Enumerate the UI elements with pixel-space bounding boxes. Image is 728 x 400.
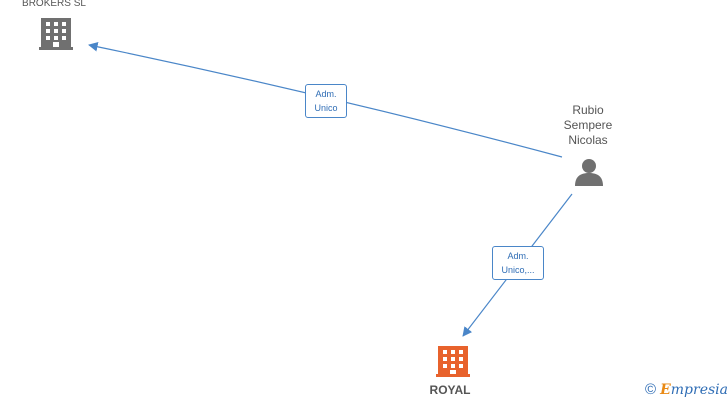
- edge-label-line2: Unico: [314, 103, 338, 113]
- empresia-logo: ©Empresia: [645, 381, 728, 398]
- node-label-brokers[interactable]: BROKERS SL: [22, 0, 86, 9]
- person-name-line1: Rubio: [572, 103, 604, 117]
- node-label-person[interactable]: Rubio Sempere Nicolas: [548, 103, 628, 148]
- copyright-symbol: ©: [645, 381, 657, 398]
- edge-label-line2: Unico,...: [501, 265, 535, 275]
- brand-initial: E: [660, 382, 671, 398]
- node-label-royal[interactable]: ROYAL: [429, 383, 471, 397]
- building-icon[interactable]: [39, 18, 73, 50]
- building-icon[interactable]: [436, 346, 470, 377]
- person-icon[interactable]: [575, 159, 603, 186]
- person-name-line3: Nicolas: [568, 133, 608, 147]
- edge-label-line1: Adm.: [507, 251, 529, 261]
- edge-label-line1: Adm.: [315, 89, 337, 99]
- edge-label-to-royal: Adm. Unico,...: [492, 246, 544, 280]
- brand-name: mpresia: [670, 382, 728, 398]
- person-name-line2: Sempere: [563, 118, 613, 132]
- edge-label-to-brokers: Adm. Unico: [305, 84, 347, 118]
